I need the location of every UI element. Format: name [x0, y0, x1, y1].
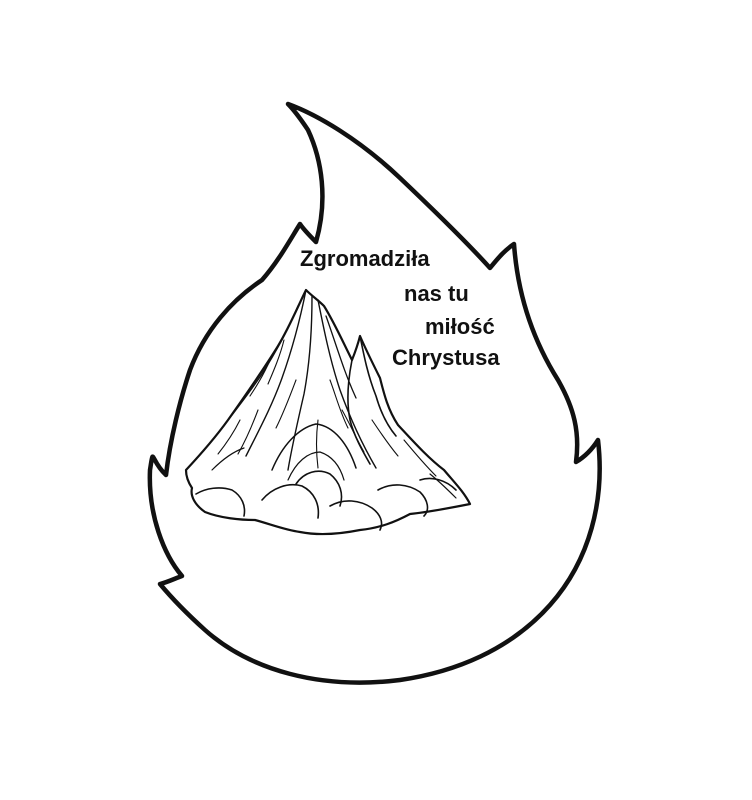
caption-line-2: nas tu [404, 281, 469, 306]
mountain-sketch-icon [184, 288, 472, 536]
caption-line-4: Chrystusa [392, 345, 500, 370]
caption-line-1: Zgromadziła [300, 246, 430, 271]
flame-outline-icon [147, 101, 602, 685]
caption-line-3: miłość [425, 314, 495, 339]
